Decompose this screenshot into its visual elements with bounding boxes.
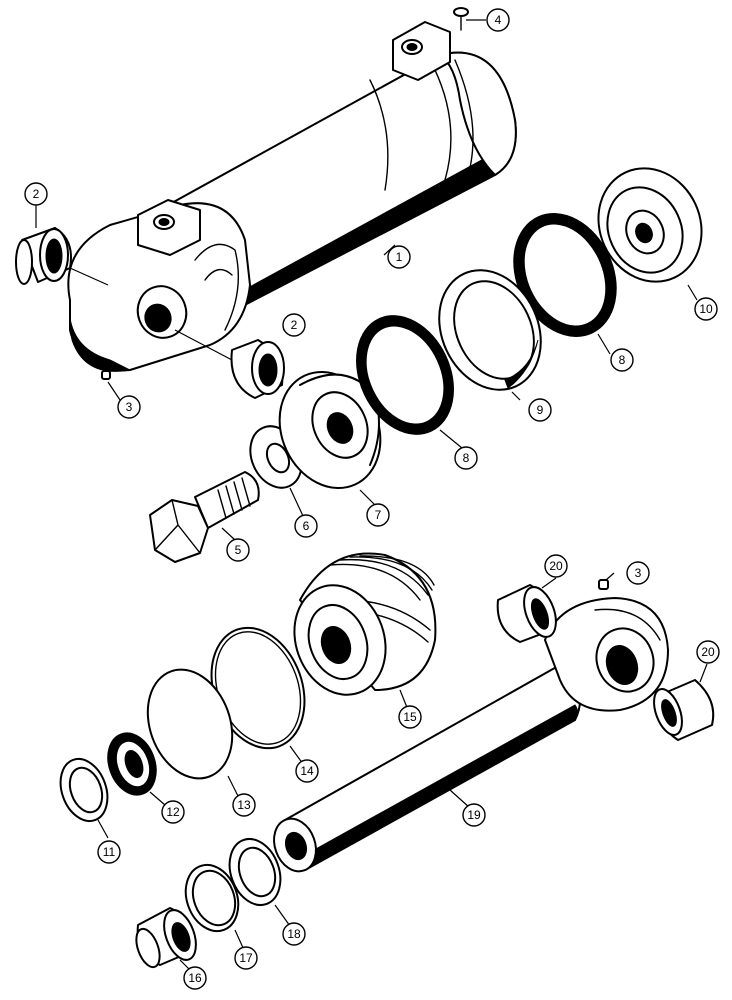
- svg-text:15: 15: [403, 710, 417, 724]
- callout-11: 11: [97, 840, 121, 864]
- callout-1: 1: [387, 245, 411, 269]
- callout-20-upper: 20: [544, 554, 568, 578]
- svg-text:13: 13: [237, 798, 251, 812]
- callout-10: 10: [694, 297, 718, 321]
- rod-ring-17: [184, 863, 240, 933]
- svg-text:16: 16: [188, 971, 202, 985]
- callout-18: 18: [282, 922, 306, 946]
- callout-3-barrel: 3: [117, 395, 141, 419]
- svg-text:20: 20: [701, 645, 715, 659]
- svg-text:9: 9: [537, 403, 544, 417]
- piston-rod: [273, 597, 669, 873]
- bushing-left: [15, 227, 72, 285]
- rod-bushing-16: [135, 907, 197, 969]
- callout-17: 17: [234, 946, 258, 970]
- wiper-seal: [59, 758, 109, 822]
- rod-seal: [107, 732, 157, 796]
- svg-text:10: 10: [699, 302, 713, 316]
- callout-4: 4: [486, 8, 510, 32]
- svg-text:11: 11: [103, 845, 116, 859]
- callout-8-lower: 8: [454, 446, 478, 470]
- svg-text:1: 1: [396, 250, 403, 264]
- piston: [278, 370, 382, 490]
- svg-text:19: 19: [467, 808, 481, 822]
- svg-text:3: 3: [126, 400, 133, 414]
- callout-19: 19: [462, 803, 486, 827]
- seal-ring-a: [356, 315, 454, 435]
- callout-20-lower: 20: [696, 640, 720, 664]
- callout-2-left: 2: [24, 182, 48, 206]
- callout-16: 16: [183, 966, 207, 990]
- svg-text:8: 8: [463, 451, 470, 465]
- callout-14: 14: [295, 759, 319, 783]
- svg-text:12: 12: [166, 805, 180, 819]
- grease-fitting-rod: [598, 579, 609, 590]
- callout-8-upper: 8: [610, 348, 634, 372]
- callout-2-right: 2: [282, 313, 306, 337]
- svg-text:17: 17: [239, 951, 253, 965]
- callout-5: 5: [226, 538, 250, 562]
- svg-text:2: 2: [33, 187, 40, 201]
- seal-ring-b: [513, 213, 617, 337]
- svg-text:4: 4: [495, 13, 502, 27]
- svg-text:2: 2: [291, 318, 298, 332]
- bushing-right: [230, 339, 285, 399]
- callout-6: 6: [294, 514, 318, 538]
- svg-text:14: 14: [300, 764, 314, 778]
- rod-ring-18: [228, 838, 282, 906]
- rod-bushing-upper: [496, 584, 557, 643]
- svg-text:5: 5: [235, 543, 242, 557]
- callout-9: 9: [528, 398, 552, 422]
- callout-7: 7: [366, 503, 390, 527]
- callout-12: 12: [161, 800, 185, 824]
- callout-15: 15: [398, 705, 422, 729]
- cylinder-barrel: [67, 21, 517, 372]
- screw: [453, 7, 469, 31]
- bolt: [149, 471, 260, 563]
- callout-13: 13: [232, 793, 256, 817]
- rod-bushing-lower: [653, 679, 715, 741]
- o-ring-small: [146, 668, 234, 780]
- svg-text:3: 3: [635, 566, 642, 580]
- svg-text:6: 6: [303, 519, 310, 533]
- cylinder-head: [293, 552, 437, 696]
- svg-text:8: 8: [619, 353, 626, 367]
- svg-text:20: 20: [549, 559, 563, 573]
- wear-ring: [438, 269, 542, 391]
- grease-fitting-barrel: [101, 370, 111, 380]
- end-cap: [597, 167, 703, 283]
- callout-3-rod: 3: [626, 561, 650, 585]
- svg-text:18: 18: [287, 927, 301, 941]
- svg-text:7: 7: [375, 508, 382, 522]
- leader-lines: [35, 19, 708, 971]
